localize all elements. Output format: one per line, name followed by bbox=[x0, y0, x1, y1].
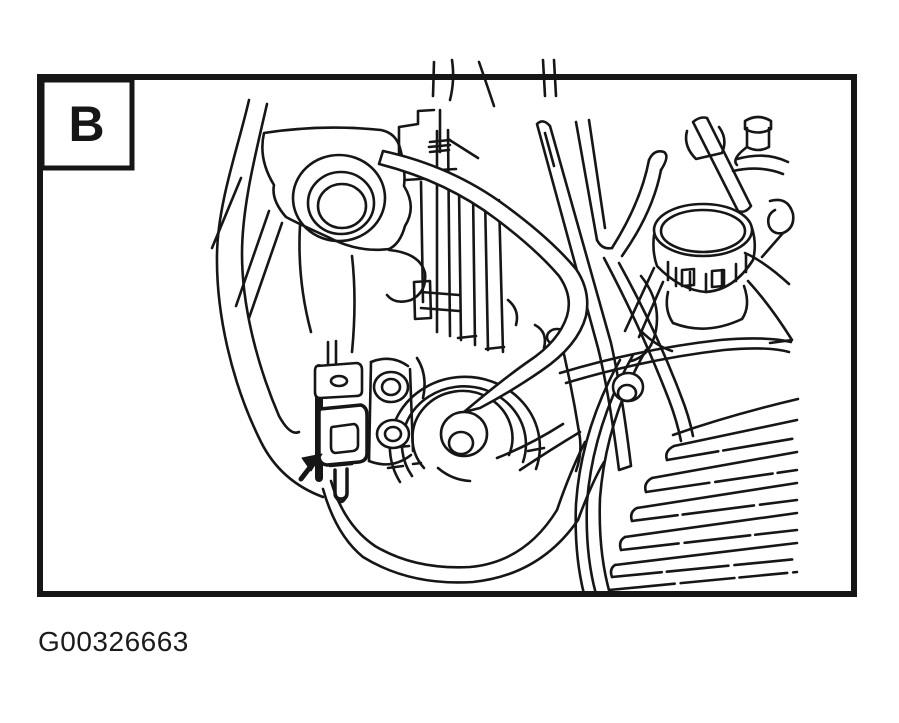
pulley-bolt bbox=[386, 410, 546, 470]
fender-apron-curves bbox=[210, 98, 325, 499]
dipstick-tubes bbox=[435, 128, 506, 354]
sensor-assembly bbox=[313, 356, 426, 504]
figure-border-frame bbox=[37, 74, 857, 597]
figure-code: G00326663 bbox=[38, 626, 189, 657]
engine-line-art bbox=[210, 58, 800, 596]
sensor-pointer-arrow bbox=[298, 453, 323, 482]
radiator-cap bbox=[623, 202, 757, 339]
panel-label-box bbox=[39, 77, 135, 171]
engine-block-details bbox=[495, 274, 674, 473]
overflow-hoses bbox=[684, 115, 795, 259]
lower-hose-loop bbox=[321, 440, 606, 584]
cover-bolt bbox=[611, 371, 645, 403]
panel-label: B bbox=[68, 96, 106, 152]
